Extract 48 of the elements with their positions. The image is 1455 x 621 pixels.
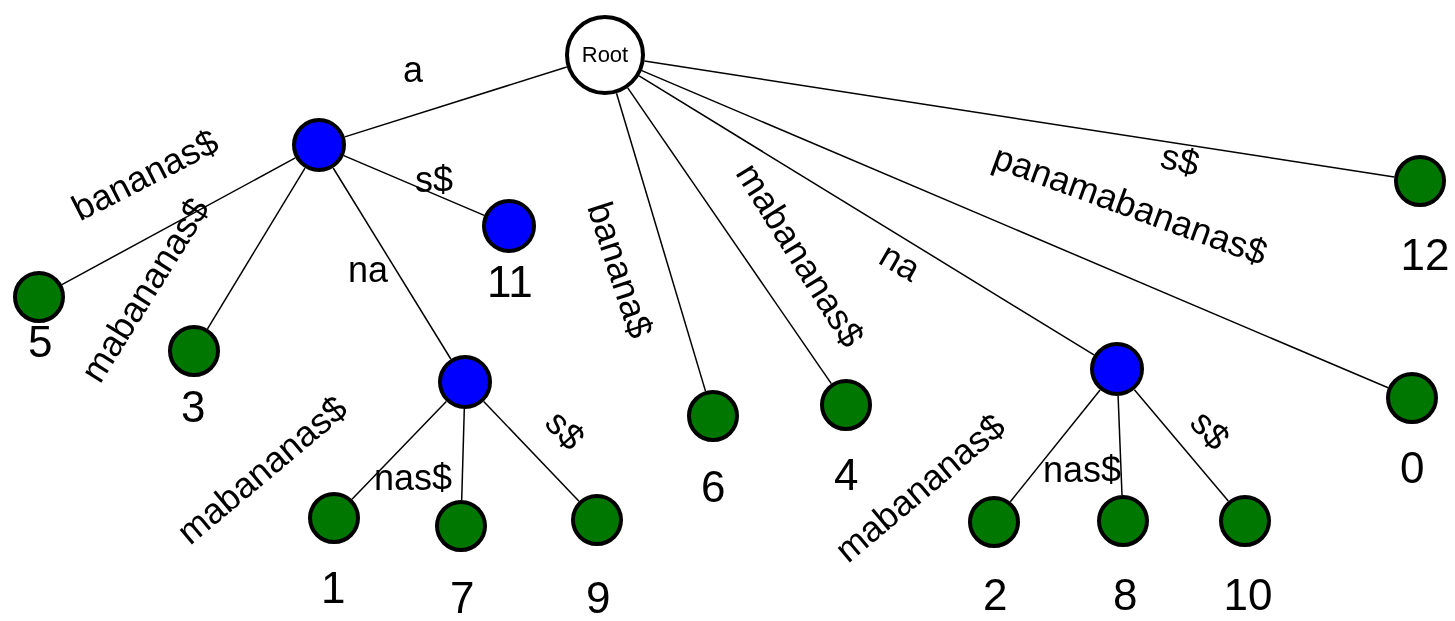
tree-edge <box>344 66 568 138</box>
internal-node-circle <box>438 355 492 409</box>
tree-edge <box>641 69 1389 389</box>
suffix-index: 6 <box>701 465 726 509</box>
leaf-node-circle <box>13 271 65 323</box>
leaf-node-circle <box>1394 155 1446 207</box>
edge-label: s$ <box>415 162 454 198</box>
suffix-index: 5 <box>28 320 53 364</box>
edge-label: a <box>403 52 424 88</box>
suffix-index: 2 <box>983 573 1008 617</box>
edge-label: na <box>873 236 927 288</box>
internal-node-circle <box>292 118 346 172</box>
tree-edge <box>1133 388 1230 502</box>
edge-label: s$ <box>538 403 592 457</box>
suffix-index: 0 <box>1400 446 1425 490</box>
tree-edge <box>343 154 485 217</box>
suffix-index: 7 <box>450 576 475 620</box>
tree-edge <box>1117 395 1123 496</box>
tree-edge <box>351 400 448 501</box>
edge-label: nas$ <box>1043 452 1122 488</box>
leaf-node-circle <box>571 494 623 546</box>
leaf-node-circle <box>687 390 739 442</box>
leaf-node-circle <box>1097 495 1149 547</box>
tree-edge <box>61 157 297 286</box>
tree-edge <box>643 60 1396 178</box>
leaf-node-circle <box>435 500 487 552</box>
leaf-node-circle <box>1219 495 1271 547</box>
tree-edge <box>615 92 707 392</box>
internal-node-circle <box>482 199 536 253</box>
leaf-node-circle <box>1386 372 1438 424</box>
tree-edge <box>1009 389 1101 503</box>
suffix-index: 9 <box>586 576 611 620</box>
internal-node-circle <box>1090 342 1144 396</box>
suffix-index: 8 <box>1113 573 1138 617</box>
tree-edge <box>626 87 833 385</box>
tree-edge <box>332 167 452 360</box>
suffix-index: 11 <box>487 260 533 304</box>
tree-edge <box>460 408 466 501</box>
edge-label: na <box>348 252 389 288</box>
suffix-index: 12 <box>1400 233 1450 277</box>
suffix-index: 1 <box>321 566 346 610</box>
tree-edge <box>206 167 306 330</box>
node-label: Root <box>581 42 629 68</box>
edge-label: s$ <box>1183 403 1237 457</box>
tree-edge <box>482 400 580 502</box>
tree-edge <box>638 75 1095 356</box>
suffix-index: 10 <box>1223 573 1273 617</box>
edge-label: nas$ <box>374 460 453 496</box>
